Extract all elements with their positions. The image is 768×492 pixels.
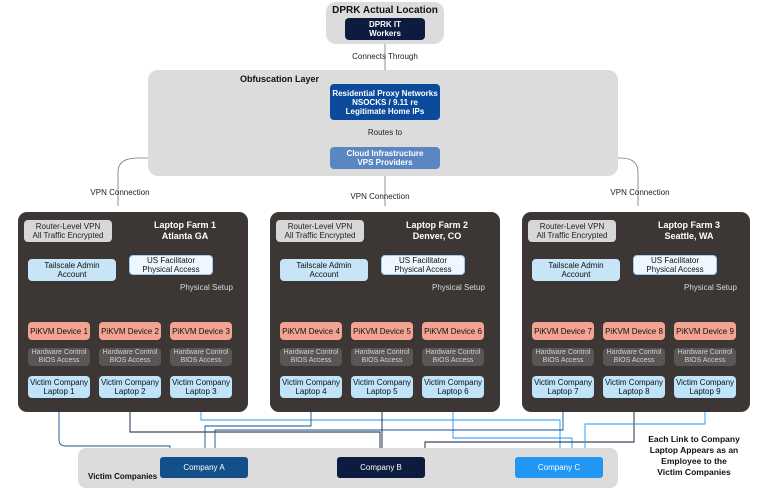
- pikvm-device-8: PiKVM Device 8: [603, 322, 665, 340]
- victim-laptop-8: Victim Company Laptop 8: [603, 376, 665, 398]
- hardware-control-2: Hardware Control BIOS Access: [99, 348, 161, 366]
- connector-laptop2-companyB: [129, 398, 381, 457]
- pikvm-device-6: PiKVM Device 6: [422, 322, 484, 340]
- laptop-farm-1-title: Laptop Farm 1 Atlanta GA: [153, 220, 216, 241]
- pikvm-device-9: PiKVM Device 9: [674, 322, 736, 340]
- hardware-control-8: Hardware Control BIOS Access: [603, 348, 665, 366]
- pikvm-device-5: PiKVM Device 5: [351, 322, 413, 340]
- us-facilitator-box-1: US Facilitator Physical Access: [129, 255, 213, 275]
- connector-laptop7-companyA: [214, 398, 564, 457]
- tailscale-admin-box-2: Tailscale Admin Account: [280, 259, 368, 281]
- obfuscation-layer-title: Obfuscation Layer: [240, 74, 320, 84]
- laptop-farm-3-title: Laptop Farm 3 Seattle, WA: [657, 220, 720, 241]
- vpn-connection-label-3: VPN Connection: [610, 188, 670, 197]
- dprk-location-title: DPRK Actual Location: [332, 5, 438, 16]
- victim-laptop-2: Victim Company Laptop 2: [99, 376, 161, 398]
- pikvm-device-2: PiKVM Device 2: [99, 322, 161, 340]
- vpn-connection-label-2: VPN Connection: [350, 192, 410, 201]
- victim-laptop-5: Victim Company Laptop 5: [351, 376, 413, 398]
- hardware-control-1: Hardware Control BIOS Access: [28, 348, 90, 366]
- router-vpn-box-3: Router-Level VPN All Traffic Encrypted: [528, 220, 616, 242]
- physical-setup-label-3: Physical Setup: [684, 283, 737, 292]
- laptop-farm-2-title: Laptop Farm 2 Denver, CO: [405, 220, 468, 241]
- connector-cloud-farm3: [440, 157, 639, 206]
- company-c-box: Company C: [515, 457, 603, 478]
- connector-laptop6-companyC: [452, 398, 573, 457]
- victim-laptop-1: Victim Company Laptop 1: [28, 376, 90, 398]
- connects-through-label: Connects Through: [352, 52, 418, 61]
- victim-laptop-4: Victim Company Laptop 4: [280, 376, 342, 398]
- physical-setup-label-2: Physical Setup: [432, 283, 485, 292]
- tailscale-admin-box-3: Tailscale Admin Account: [532, 259, 620, 281]
- connector-cloud-farm1: [117, 157, 330, 206]
- router-vpn-box-1: Router-Level VPN All Traffic Encrypted: [24, 220, 112, 242]
- connector-laptop1-companyA: [58, 398, 171, 457]
- victim-companies-title: Victim Companies: [88, 472, 158, 481]
- router-vpn-box-2: Router-Level VPN All Traffic Encrypted: [276, 220, 364, 242]
- company-a-box: Company A: [160, 457, 248, 478]
- link-employee-note: Each Link to Company Laptop Appears as a…: [648, 434, 740, 477]
- hardware-control-4: Hardware Control BIOS Access: [280, 348, 342, 366]
- cloud-infrastructure-box: Cloud Infrastructure VPS Providers: [330, 147, 440, 169]
- physical-setup-label-1: Physical Setup: [180, 283, 233, 292]
- victim-laptop-9: Victim Company Laptop 9: [674, 376, 736, 398]
- pikvm-device-4: PiKVM Device 4: [280, 322, 342, 340]
- victim-laptop-3: Victim Company Laptop 3: [170, 376, 232, 398]
- connector-laptop4-companyA: [204, 398, 312, 457]
- residential-proxy-box: Residential Proxy Networks NSOCKS / 9.11…: [330, 84, 440, 120]
- tailscale-admin-box-1: Tailscale Admin Account: [28, 259, 116, 281]
- pikvm-device-3: PiKVM Device 3: [170, 322, 232, 340]
- hardware-control-5: Hardware Control BIOS Access: [351, 348, 413, 366]
- hardware-control-7: Hardware Control BIOS Access: [532, 348, 594, 366]
- hardware-control-3: Hardware Control BIOS Access: [170, 348, 232, 366]
- victim-laptop-6: Victim Company Laptop 6: [422, 376, 484, 398]
- hardware-control-9: Hardware Control BIOS Access: [674, 348, 736, 366]
- victim-laptop-7: Victim Company Laptop 7: [532, 376, 594, 398]
- dprk-it-workers-box: DPRK IT Workers: [345, 18, 425, 40]
- hardware-control-6: Hardware Control BIOS Access: [422, 348, 484, 366]
- us-facilitator-box-3: US Facilitator Physical Access: [633, 255, 717, 275]
- vpn-connection-label-1: VPN Connection: [90, 188, 150, 197]
- us-facilitator-box-2: US Facilitator Physical Access: [381, 255, 465, 275]
- company-b-box: Company B: [337, 457, 425, 478]
- pikvm-device-7: PiKVM Device 7: [532, 322, 594, 340]
- routes-to-label: Routes to: [367, 128, 403, 137]
- pikvm-device-1: PiKVM Device 1: [28, 322, 90, 340]
